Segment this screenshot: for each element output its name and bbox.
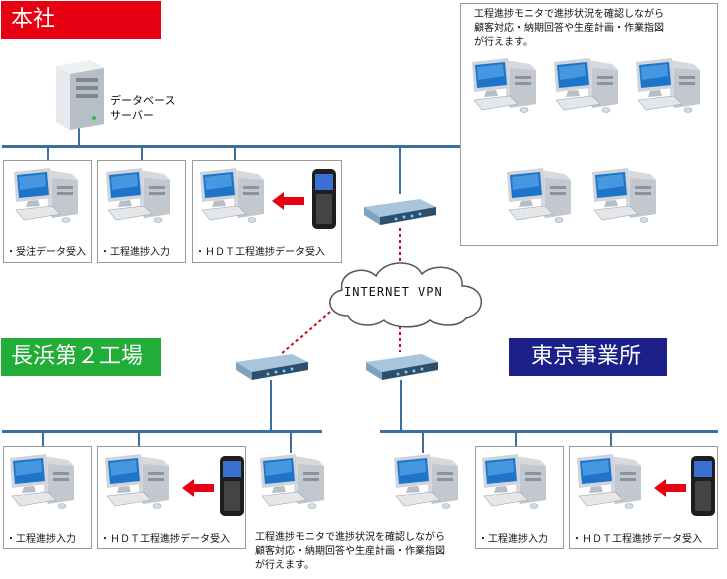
caption-order-receive: ・受注データ受入 xyxy=(6,247,86,258)
site-label-honsha: 本社 xyxy=(1,1,161,39)
caption-hdt-tokyo: ・ＨＤＴ工程進捗データ受入 xyxy=(572,534,702,545)
site-label-tokyo: 東京事業所 xyxy=(509,338,667,376)
desktop-pc-icon xyxy=(554,58,618,113)
site-label-nagahama: 長浜第２工場 xyxy=(1,338,161,376)
caption-hdt-honsha: ・ＨＤＴ工程進捗データ受入 xyxy=(195,247,325,258)
monitor-note-nagahama: 工程進捗モニタで進捗状況を確認しながら 顧客対応・納期回答や生産計画・作業指図 … xyxy=(255,531,445,573)
desktop-pc-icon xyxy=(260,454,324,509)
desktop-pc-icon xyxy=(105,454,169,509)
router-icon-honsha xyxy=(364,199,436,225)
honsha-network-bus xyxy=(2,145,718,148)
handheld-terminal-icon xyxy=(220,456,244,516)
arrow-icon xyxy=(182,479,214,497)
caption-progress-input-nagahama: ・工程進捗入力 xyxy=(6,534,76,545)
drop-line xyxy=(290,431,292,453)
desktop-pc-icon xyxy=(200,168,264,223)
desktop-pc-icon xyxy=(472,58,536,113)
drop-line xyxy=(234,146,236,168)
drop-line xyxy=(42,431,44,453)
drop-line xyxy=(141,146,143,168)
arrow-icon xyxy=(654,479,686,497)
desktop-pc-icon xyxy=(394,454,458,509)
internet-vpn-label: INTERNET VPN xyxy=(344,285,443,299)
desktop-pc-icon xyxy=(577,454,641,509)
handheld-terminal-icon xyxy=(691,456,715,516)
caption-progress-input-tokyo: ・工程進捗入力 xyxy=(478,534,548,545)
server-label: データベース サーバー xyxy=(110,94,176,122)
tokyo-network-bus xyxy=(380,430,718,433)
drop-line xyxy=(610,431,612,453)
desktop-pc-icon xyxy=(482,454,546,509)
caption-progress-input-honsha: ・工程進捗入力 xyxy=(100,247,170,258)
arrow-icon xyxy=(272,192,304,210)
monitor-note-honsha: 工程進捗モニタで進捗状況を確認しながら 顧客対応・納期回答や生産計画・作業指図 … xyxy=(474,9,664,48)
nagahama-network-bus xyxy=(2,430,322,433)
drop-line xyxy=(400,380,402,432)
drop-line xyxy=(78,117,80,147)
drop-line xyxy=(47,146,49,168)
desktop-pc-icon xyxy=(507,168,571,223)
drop-line xyxy=(422,431,424,453)
desktop-pc-icon xyxy=(14,168,78,223)
desktop-pc-icon xyxy=(10,454,74,509)
drop-line xyxy=(515,431,517,453)
handheld-terminal-icon xyxy=(312,169,336,229)
monitor-group-box-honsha xyxy=(460,3,718,246)
drop-line xyxy=(270,380,272,432)
router-icon-tokyo xyxy=(366,354,438,380)
desktop-pc-icon xyxy=(592,168,656,223)
desktop-pc-icon xyxy=(636,58,700,113)
caption-hdt-nagahama: ・ＨＤＴ工程進捗データ受入 xyxy=(100,534,230,545)
database-server-icon xyxy=(56,60,104,130)
internet-cloud-icon xyxy=(329,262,483,328)
router-icon-nagahama xyxy=(236,354,308,380)
desktop-pc-icon xyxy=(106,168,170,223)
drop-line xyxy=(399,146,401,194)
drop-line xyxy=(138,431,140,453)
